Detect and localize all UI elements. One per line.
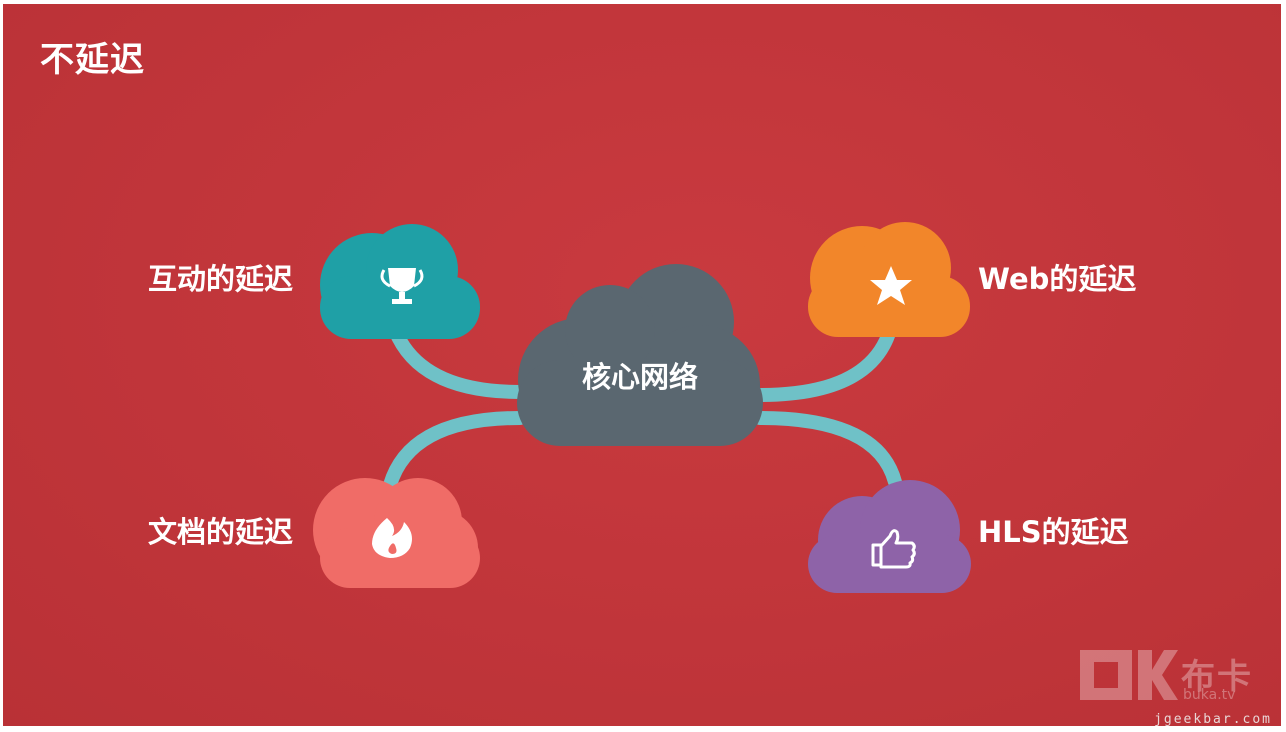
center-cloud-label: 核心网络: [582, 360, 698, 394]
brand-watermark: 布卡: [1181, 657, 1253, 697]
brand-watermark-sub: buka.tv: [1183, 687, 1236, 703]
node-label-web: Web的延迟: [978, 262, 1137, 296]
center-cloud: 核心网络: [517, 264, 763, 446]
flame-icon: [372, 518, 412, 558]
cloud-hls: [808, 480, 971, 593]
site-watermark: jgeekbar.com: [1154, 712, 1272, 727]
node-label-interactive: 互动的延迟: [148, 262, 294, 296]
connectors: [383, 323, 902, 492]
connector-web: [753, 323, 897, 402]
connector-hls: [753, 411, 902, 489]
star-icon: [870, 266, 912, 305]
thumbs-up-icon: [871, 529, 916, 569]
cloud-interactive: [320, 224, 480, 339]
cloud-web: [808, 222, 970, 337]
cloud-document: [313, 478, 480, 588]
connector-interactive: [388, 323, 527, 399]
node-label-document: 文档的延迟: [148, 515, 294, 549]
connector-document: [383, 411, 527, 492]
trophy-icon: [380, 268, 424, 304]
brand-logo-icon: [1080, 650, 1178, 700]
node-label-hls: HLS的延迟: [978, 515, 1129, 549]
slide-title: 不延迟: [40, 40, 145, 80]
